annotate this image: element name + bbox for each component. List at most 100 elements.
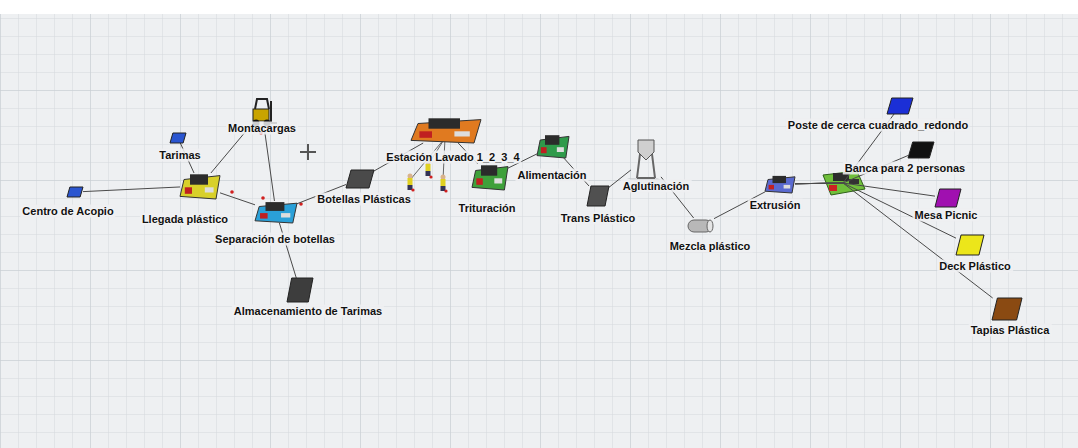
pad-shape [887,98,913,114]
pad-shape [935,189,961,207]
station-label: Trans Plástico [559,212,638,225]
connector [220,193,255,205]
pad-shape [992,298,1022,320]
machine-top [429,118,461,128]
station-icon [631,138,661,178]
machine-part [476,178,482,185]
pad-shape [67,187,83,197]
station-label: Deck Plástico [937,260,1013,273]
pad-shape [587,186,609,206]
station-label: Montacargas [226,122,298,135]
station-icon [537,134,569,158]
station-label: Tarimas [157,149,202,162]
station-label: Centro de Acopio [20,205,115,218]
pad-shape [346,170,374,188]
station-node: Extrusión [765,175,795,193]
station-label: Mezcla plástico [668,240,753,253]
station-icon [180,173,220,199]
machine-top [481,165,497,175]
station-label: Mesa Picnic [913,209,980,222]
machine-part [205,187,214,192]
top-strip [0,0,1078,14]
station-label: Banca para 2 personas [843,162,967,175]
station-icon [411,117,481,143]
station-label: Aglutinación [621,180,692,193]
forklift-cage [255,99,269,109]
mixer-drum [688,220,712,232]
station-icon [472,164,508,190]
station-node: Montacargas [247,97,277,127]
station-node: Separación de botellas [255,201,297,223]
station-icon [992,298,1022,320]
station-node: Trans Plástico [587,186,609,206]
station-label: Extrusión [748,199,803,212]
station-icon [67,187,83,197]
pad-shape [170,133,186,143]
machine-part [281,213,290,217]
station-label: Poste de cerca cuadrado_redondo [786,119,970,132]
station-node: Tarimas [170,133,186,143]
tower-hopper [638,140,654,160]
station-icon [765,175,795,193]
crosshair [300,144,316,160]
machine-part [541,147,547,153]
station-icon [170,133,186,143]
station-icon [255,201,297,223]
station-label: Tapias Plástica [969,324,1052,337]
machine-top [190,174,208,184]
connector [83,187,180,192]
machine-part [185,187,192,194]
station-node: Deck Plástico [956,235,984,255]
pad-shape [956,235,984,255]
machine-top [266,202,285,211]
station-icon [908,142,934,158]
pad-shape [908,142,934,158]
machine-part [494,178,502,183]
station-icon [935,189,961,207]
machine-part [419,131,432,138]
station-node: Botellas Plásticas [346,170,374,188]
pad-shape [287,278,313,302]
machine-part [784,185,791,189]
station-label: Alimentación [515,169,588,182]
station-node: Mezcla plástico [686,218,714,234]
station-node: Tapias Plástica [992,298,1022,320]
station-label: Estación Lavado 1_2_3_4 [384,151,521,164]
station-label: Separación de botellas [213,233,337,246]
station-node: Banca para 2 personas [908,142,934,158]
machine-part [454,131,469,136]
operators [408,138,448,193]
connector [795,183,993,298]
station-node: Poste de cerca cuadrado_redondo [887,98,913,114]
machine-part [557,147,564,152]
station-node: Estación Lavado 1_2_3_4 [411,117,481,143]
station-node: Trituración [472,164,508,190]
station-label: Trituración [457,202,518,215]
station-icon [587,186,609,206]
station-icon [887,98,913,114]
station-node: Mesa Picnic [935,189,961,207]
station-node: Alimentación [537,134,569,158]
forklift-mast [271,101,277,123]
connector [264,127,274,201]
station-label: Botellas Plásticas [315,193,413,206]
station-node: Almacenamiento de Tarimas [287,278,313,302]
station-icon [287,278,313,302]
station-node: Aglutinación [631,138,661,178]
station-node: Llegada plástico [180,173,220,199]
forklift-body [253,109,269,121]
station-icon [346,170,374,188]
mixer-end [707,220,713,232]
station-icon [686,218,714,234]
grid [0,14,1078,448]
machine-top [773,176,787,183]
station-label: Almacenamiento de Tarimas [232,305,384,318]
machine-part [260,213,268,219]
connector [279,223,296,278]
machine-part [769,185,774,190]
station-icon [956,235,984,255]
machine-base [765,177,795,193]
machine-top [545,135,559,145]
grid-major [0,14,1078,448]
